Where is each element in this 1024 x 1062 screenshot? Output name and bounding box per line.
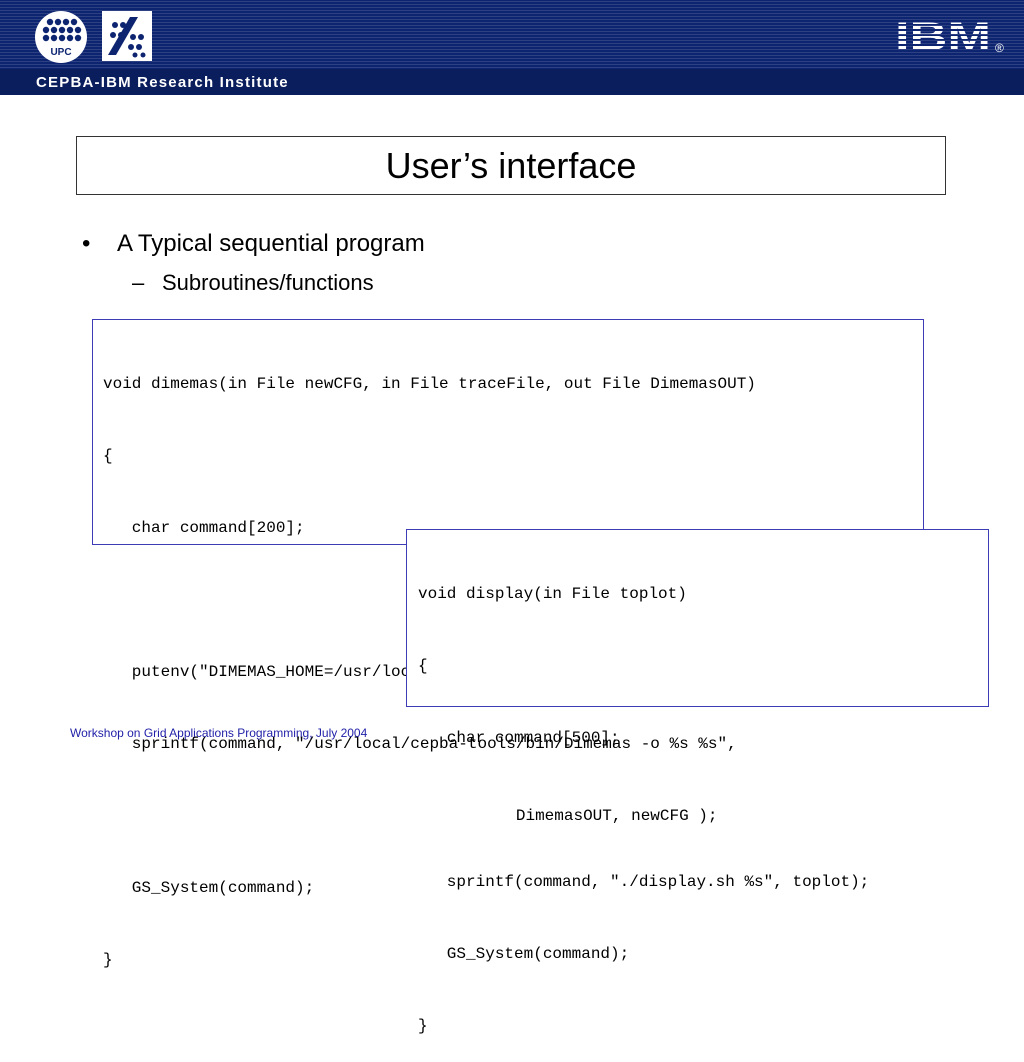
upc-logo-label: UPC xyxy=(50,47,71,58)
code-line: char command[200]; xyxy=(103,519,305,537)
ibm-registered-mark: ® xyxy=(995,41,1004,55)
code-line: } xyxy=(418,1017,428,1035)
bullet-text: A Typical sequential program xyxy=(117,230,425,257)
code-line: sprintf(command, "./display.sh %s", topl… xyxy=(418,873,870,891)
code-block-dimemas: void dimemas(in File newCFG, in File tra… xyxy=(92,319,924,969)
code-line: { xyxy=(418,657,428,675)
ibm-logo-label: IBM xyxy=(895,16,991,56)
slide-title-box: User’s interface xyxy=(76,136,946,195)
code-block-display: void display(in File toplot) { char comm… xyxy=(406,529,989,1035)
sub-bullet-item: –Subroutines/functions xyxy=(132,270,374,296)
cepba-logo-icon xyxy=(102,11,152,61)
code-line: char command[500]; xyxy=(418,729,620,747)
bullet-item: • A Typical sequential program xyxy=(82,230,425,258)
code-line: sprintf(command, "/usr/local/cepba-tools… xyxy=(103,735,737,753)
bullet-marker: • xyxy=(82,230,91,257)
code-line: void display(in File toplot) xyxy=(418,585,687,603)
sub-bullet-marker: – xyxy=(132,270,145,295)
upc-logo-icon: UPC xyxy=(35,11,87,63)
slide-title: User’s interface xyxy=(385,144,637,186)
header-banner: UPC IBM ® CEPBA-IBM Research Institute xyxy=(0,0,1024,95)
code-line: void dimemas(in File newCFG, in File tra… xyxy=(103,375,756,393)
sub-bullet-text: Subroutines/functions xyxy=(162,270,374,295)
code-line xyxy=(418,798,988,822)
code-line: GS_System(command); xyxy=(418,945,630,963)
slide-footer: Workshop on Grid Applications Programmin… xyxy=(70,726,368,740)
ibm-logo-icon: IBM ® xyxy=(895,16,1004,56)
institute-name: CEPBA-IBM Research Institute xyxy=(36,74,289,91)
code-line: { xyxy=(103,447,113,465)
header-strip xyxy=(0,69,1024,95)
